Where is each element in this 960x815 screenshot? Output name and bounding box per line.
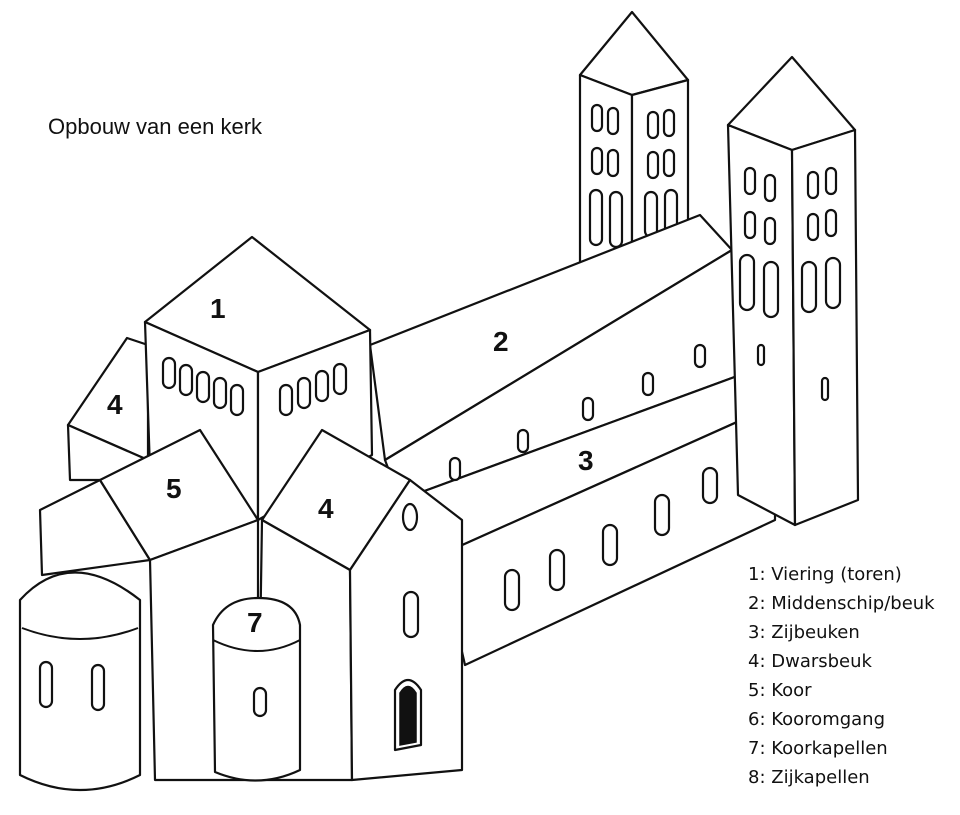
legend-item: 6: Kooromgang [748, 709, 886, 730]
legend-item: 5: Koor [748, 680, 812, 701]
legend-item: 7: Koorkapellen [748, 738, 888, 759]
west-tower-left [578, 10, 690, 267]
legend-item: 8: Zijkapellen [748, 767, 870, 788]
label-4-left: 4 [107, 389, 123, 420]
legend-item: 2: Middenschip/beuk [748, 593, 935, 614]
side-aisle [398, 343, 777, 667]
label-4-right: 4 [318, 493, 334, 524]
label-3: 3 [578, 445, 594, 476]
legend: 1: Viering (toren) 2: Middenschip/beuk 3… [748, 560, 958, 792]
choir [38, 428, 260, 782]
label-2: 2 [493, 326, 509, 357]
transept-right [256, 428, 464, 782]
page-title: Opbouw van een kerk [48, 114, 263, 139]
label-7: 7 [247, 607, 263, 638]
label-5: 5 [166, 473, 182, 504]
choir-chapel [211, 596, 302, 782]
apse [18, 571, 142, 792]
legend-item: 4: Dwarsbeuk [748, 651, 872, 672]
label-1: 1 [210, 293, 226, 324]
west-tower-right [726, 55, 860, 527]
legend-item: 1: Viering (toren) [748, 564, 902, 585]
legend-item: 3: Zijbeuken [748, 622, 860, 643]
